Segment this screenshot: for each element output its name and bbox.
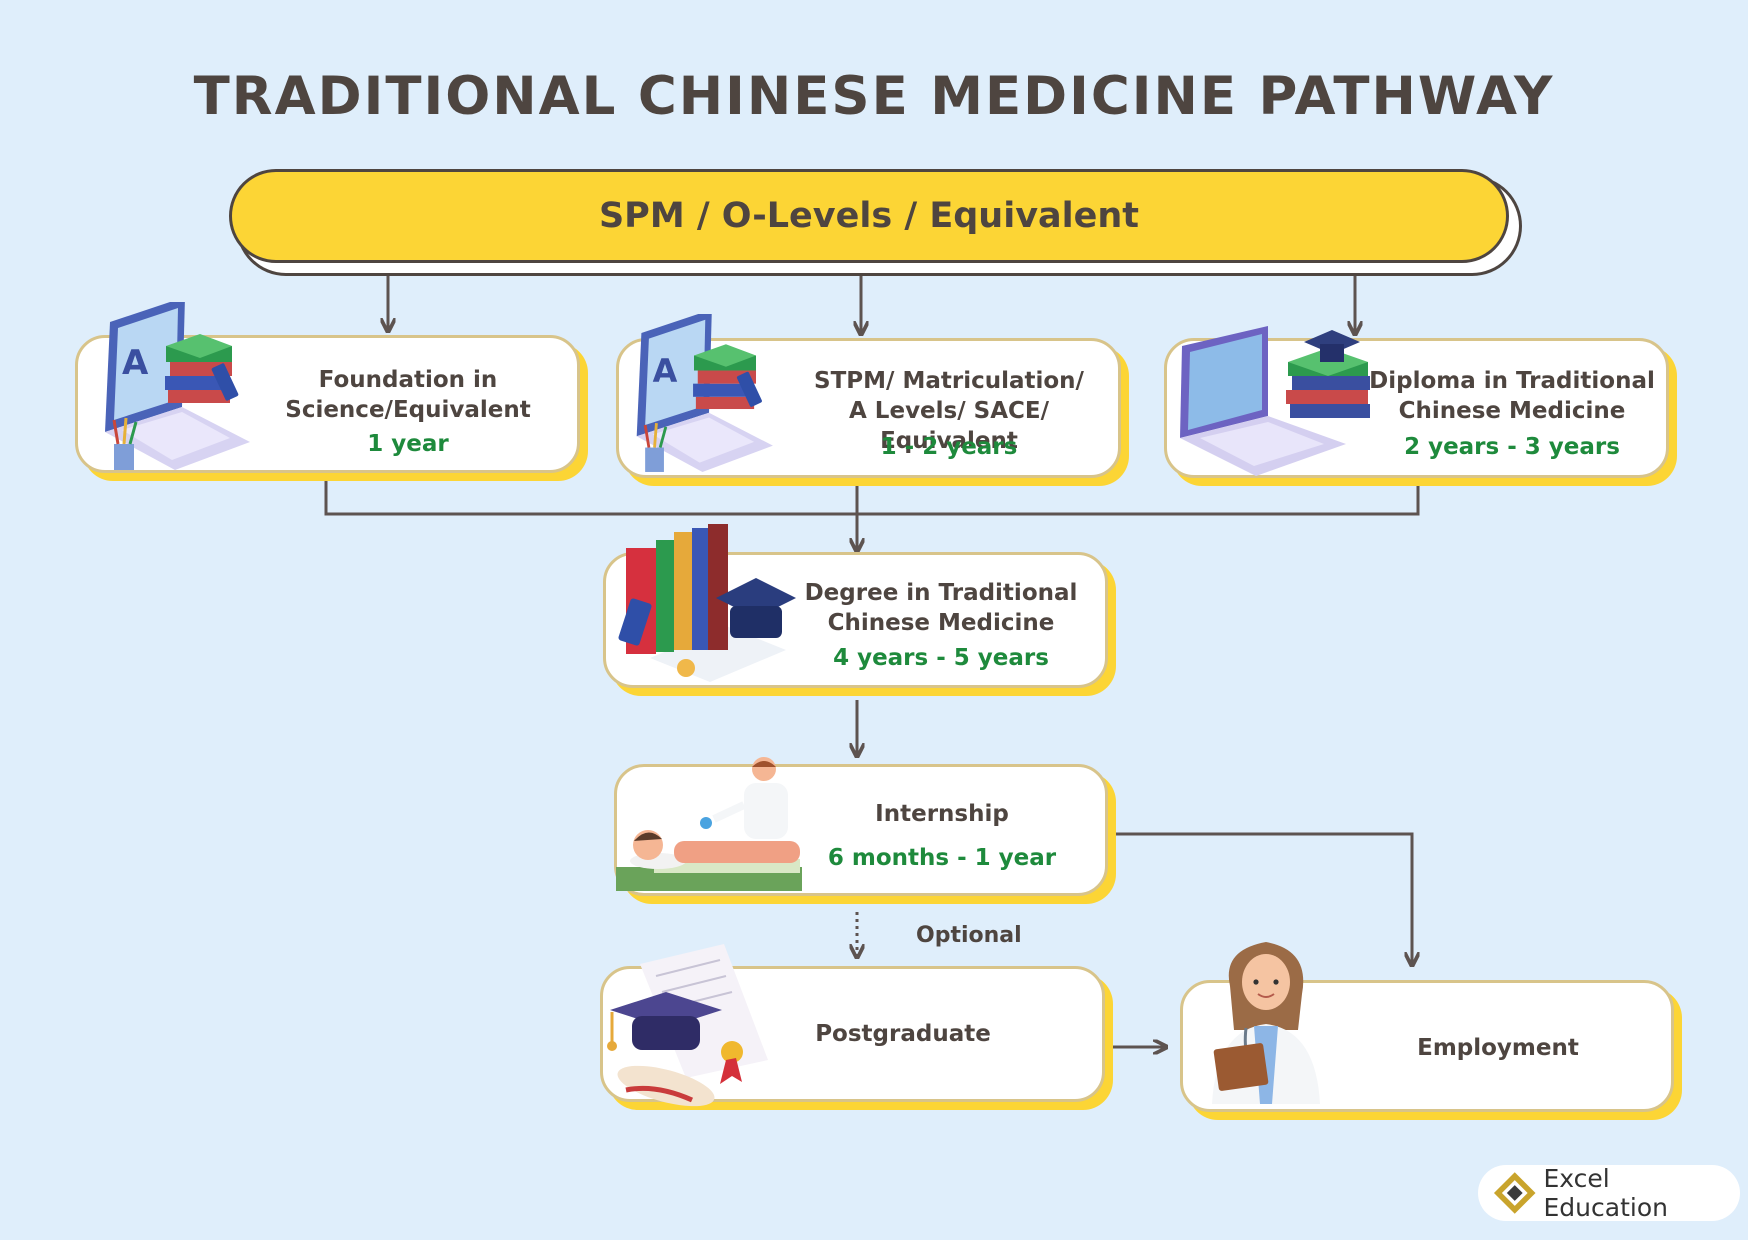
excel-education-logo-icon [1493,1172,1536,1214]
arrow-to-employment [1112,832,1412,964]
foundation-duration: 1 year [367,431,449,457]
svg-text:A: A [122,343,149,383]
entry-qualification-label: SPM / O-Levels / Equivalent [598,196,1140,236]
foundation-label-line1: Foundation in [318,367,498,393]
optional-label: Optional [916,923,1022,948]
degree-duration: 4 years - 5 years [833,645,1049,671]
page-title: TRADITIONAL CHINESE MEDICINE PATHWAY [193,66,1555,127]
foundation-label-line2: Science/Equivalent [285,397,531,423]
laptop-books-icon: A [636,314,773,472]
acupuncture-therapy-icon [616,757,802,891]
doctor-icon [1212,942,1320,1104]
books-graduation-cap-icon [618,524,796,682]
entry-qualification-box: SPM / O-Levels / Equivalent [229,169,1509,263]
brand-logo: Excel Education [1478,1164,1740,1222]
employment-label: Employment [1417,1035,1579,1061]
diploma-duration: 2 years - 3 years [1404,434,1620,460]
postgraduate-label: Postgraduate [815,1021,991,1047]
stpm-label-line2: A Levels/ SACE/ Equivalent [849,398,1049,454]
internship-label: Internship [875,801,1009,827]
merge-line [324,480,1420,516]
internship-duration: 6 months - 1 year [827,845,1057,871]
degree-label-line2: Chinese Medicine [827,610,1055,636]
degree-label-line1: Degree in Traditional [804,580,1078,606]
svg-text:A: A [653,352,678,390]
diploma-graduation-cap-icon [607,944,768,1107]
laptop-books-icon: A [105,302,250,470]
diploma-label-line1: Diploma in Traditional [1369,368,1655,394]
stpm-label-line1: STPM/ Matriculation/ [814,368,1084,394]
diploma-label-line2: Chinese Medicine [1398,398,1626,424]
stpm-duration: 1 - 2 years [880,434,1018,460]
brand-name: Excel Education [1543,1164,1668,1222]
laptop-graduation-cap-icon [1180,326,1370,476]
